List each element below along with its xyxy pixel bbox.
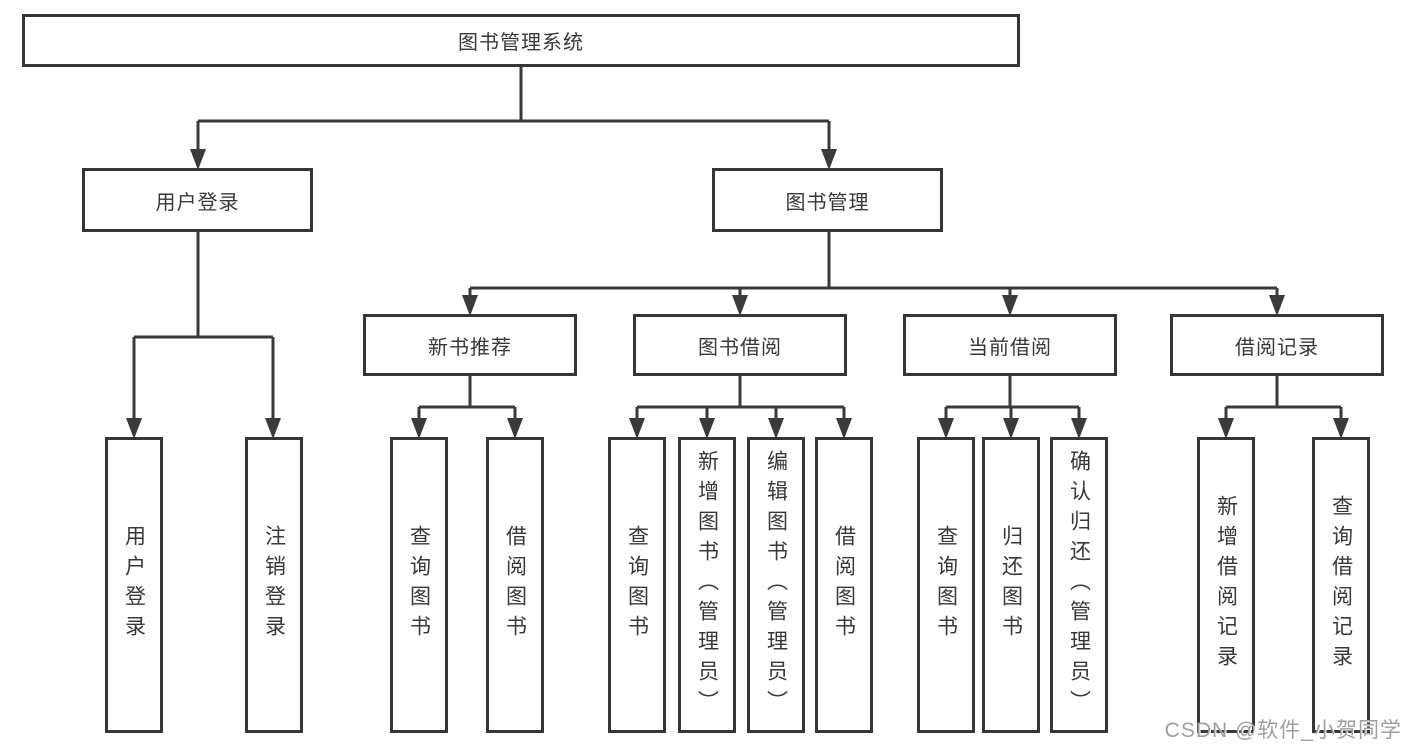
node-label: 图书管理系统 (458, 32, 584, 54)
node-book-management: 图书管理 (712, 168, 943, 232)
arrowhead-icon (462, 295, 478, 316)
leaf-user-login: 用户登录 (105, 437, 163, 733)
node-label: 新增借阅记录 (1214, 495, 1238, 675)
leaf-borrow-books-recommend: 借阅图书 (486, 437, 544, 733)
node-label: 图书管理 (785, 191, 870, 214)
leaf-query-books-recommend: 查询图书 (390, 437, 448, 733)
arrowhead-icon (507, 418, 523, 439)
arrowhead-icon (1002, 295, 1018, 316)
node-new-book-recommend: 新书推荐 (363, 314, 577, 376)
node-label: 新增图书（管理员） (695, 450, 719, 720)
node-label: 查询图书 (934, 525, 958, 645)
node-label: 归还图书 (999, 525, 1023, 645)
node-label: 借阅图书 (503, 525, 527, 645)
node-current-borrowing: 当前借阅 (903, 314, 1117, 376)
node-borrowing-records: 借阅记录 (1170, 314, 1384, 376)
node-label: 用户登录 (122, 525, 146, 645)
arrowhead-icon (732, 295, 748, 316)
leaf-edit-books-admin: 编辑图书（管理员） (747, 437, 805, 733)
arrowhead-icon (265, 418, 281, 439)
leaf-borrow-books: 借阅图书 (815, 437, 873, 733)
node-label: 确认归还（管理员） (1067, 450, 1091, 720)
arrowhead-icon (821, 149, 837, 170)
arrowhead-icon (629, 418, 645, 439)
arrowhead-icon (1003, 418, 1019, 439)
leaf-add-borrow-record: 新增借阅记录 (1197, 437, 1255, 733)
node-library-management-system: 图书管理系统 (22, 14, 1020, 67)
leaf-confirm-return-admin: 确认归还（管理员） (1050, 437, 1108, 733)
arrowhead-icon (1333, 418, 1349, 439)
leaf-query-books-borrow: 查询图书 (608, 437, 666, 733)
arrowhead-icon (126, 418, 142, 439)
node-label: 查询借阅记录 (1329, 495, 1353, 675)
arrowhead-icon (411, 418, 427, 439)
node-user-login: 用户登录 (82, 168, 313, 232)
node-label: 借阅记录 (1235, 336, 1319, 359)
leaf-add-books-admin: 新增图书（管理员） (678, 437, 736, 733)
node-label: 注销登录 (262, 525, 286, 645)
arrowhead-icon (1269, 295, 1285, 316)
leaf-query-books-current: 查询图书 (917, 437, 975, 733)
node-book-borrowing: 图书借阅 (633, 314, 847, 376)
csdn-watermark: CSDN @软件_小贺同学 (1164, 719, 1402, 742)
node-label: 图书借阅 (698, 336, 782, 359)
arrowhead-icon (190, 149, 206, 170)
leaf-logout: 注销登录 (245, 437, 303, 733)
node-label: 编辑图书（管理员） (764, 450, 788, 720)
arrowhead-icon (836, 418, 852, 439)
arrowhead-icon (938, 418, 954, 439)
node-label: 用户登录 (155, 191, 240, 214)
leaf-query-borrow-record: 查询借阅记录 (1312, 437, 1370, 733)
arrowhead-icon (768, 418, 784, 439)
arrowhead-icon (699, 418, 715, 439)
node-label: 当前借阅 (968, 336, 1052, 359)
node-label: 借阅图书 (832, 525, 856, 645)
leaf-return-books: 归还图书 (982, 437, 1040, 733)
node-label: 查询图书 (407, 525, 431, 645)
node-label: 查询图书 (625, 525, 649, 645)
arrowhead-icon (1218, 418, 1234, 439)
arrowhead-icon (1071, 418, 1087, 439)
node-label: 新书推荐 (428, 336, 512, 359)
